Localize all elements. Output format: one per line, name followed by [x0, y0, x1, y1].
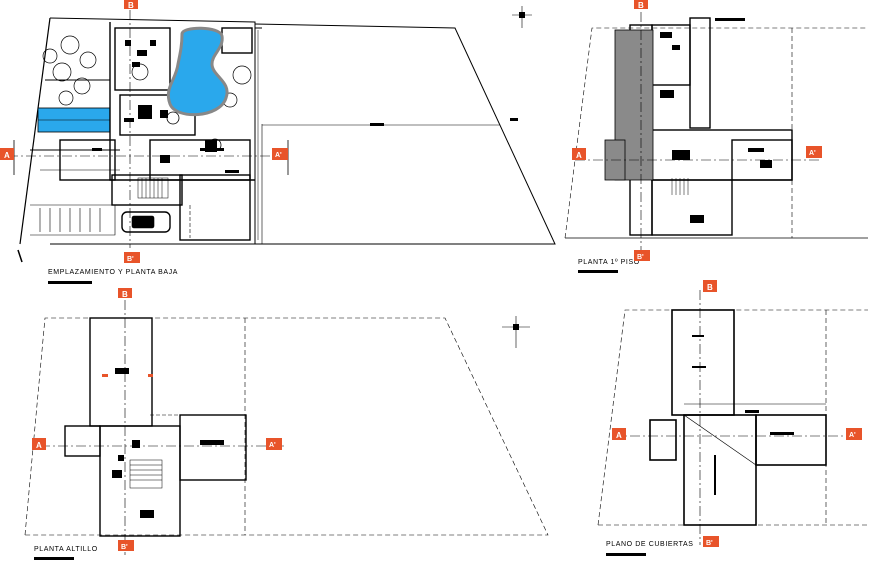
svg-text:B': B' — [706, 540, 713, 547]
view-roof-plan: PLANO DE CUBIERTAS — [502, 290, 868, 556]
section-marker-a-left: A — [0, 148, 14, 160]
svg-text:A: A — [4, 151, 10, 160]
svg-text:B: B — [128, 1, 134, 10]
svg-text:A': A' — [849, 432, 856, 439]
svg-text:B': B' — [121, 544, 128, 551]
section-marker-b-top: B — [124, 0, 138, 10]
svg-text:B': B' — [637, 254, 644, 261]
roof-plan-title: PLANO DE CUBIERTAS — [606, 541, 694, 548]
first-floor-title: PLANTA 1º PISO — [578, 259, 640, 266]
svg-text:A': A' — [269, 442, 276, 449]
swimming-pool — [166, 26, 229, 117]
svg-text:A: A — [616, 431, 622, 440]
north-marker-icon — [512, 6, 532, 28]
view-attic-floor: PLANTA ALTILLO — [24, 300, 549, 560]
view-first-floor: PLANTA 1º PISO — [564, 12, 868, 273]
svg-text:B: B — [638, 1, 644, 10]
svg-text:B': B' — [127, 256, 134, 263]
svg-text:A': A' — [809, 150, 816, 157]
parking-area — [30, 204, 191, 238]
attic-floor-title: PLANTA ALTILLO — [34, 546, 98, 553]
section-marker-b-prime-bottom: B' — [124, 252, 140, 263]
north-marker-icon — [502, 316, 530, 348]
stair-icon — [137, 177, 169, 199]
svg-text:A': A' — [275, 152, 282, 159]
svg-text:A: A — [36, 441, 42, 450]
svg-text:B: B — [707, 283, 713, 292]
ground-floor-title: EMPLAZAMIENTO Y PLANTA BAJA — [48, 269, 178, 276]
svg-text:B: B — [122, 290, 128, 299]
svg-text:A: A — [576, 151, 582, 160]
section-marker-a-prime-right: A' — [272, 148, 288, 160]
view-ground-floor: EMPLAZAMIENTO Y PLANTA BAJA — [8, 6, 556, 284]
scale-bar — [48, 281, 92, 284]
